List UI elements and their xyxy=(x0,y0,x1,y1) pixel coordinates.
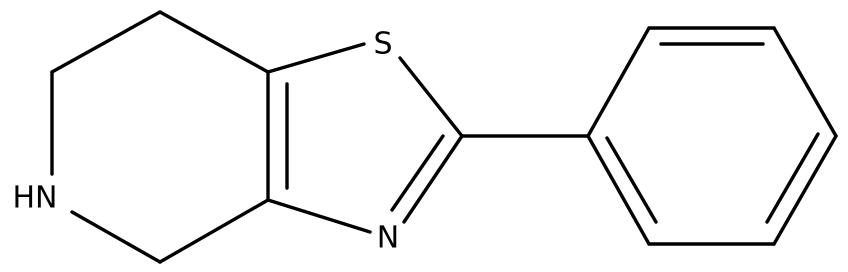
phenyl-bond-3 xyxy=(772,26,838,138)
bond-n3-c3a xyxy=(266,198,372,234)
bond-s1-c2 xyxy=(398,56,464,138)
bond-c2-n3-inner xyxy=(390,134,445,212)
phenyl-double-3 xyxy=(605,136,658,224)
phenyl-bond-4 xyxy=(772,134,838,246)
bond-c2-n3 xyxy=(402,134,464,224)
bond-c7a-s1 xyxy=(266,42,366,74)
phenyl-bond-6 xyxy=(586,134,651,246)
bond-n5-c4 xyxy=(70,210,162,264)
phenyl-bond-1 xyxy=(586,26,651,138)
bond-c7-c6 xyxy=(50,10,162,74)
bond-c4-c3a xyxy=(158,198,270,264)
thiazole-nitrogen-label: N xyxy=(377,221,399,256)
sulfur-atom-label: S xyxy=(373,27,392,62)
bond-c7-c7a xyxy=(158,10,270,74)
phenyl-double-2 xyxy=(765,132,820,224)
amine-nh-label: HN xyxy=(13,181,58,216)
